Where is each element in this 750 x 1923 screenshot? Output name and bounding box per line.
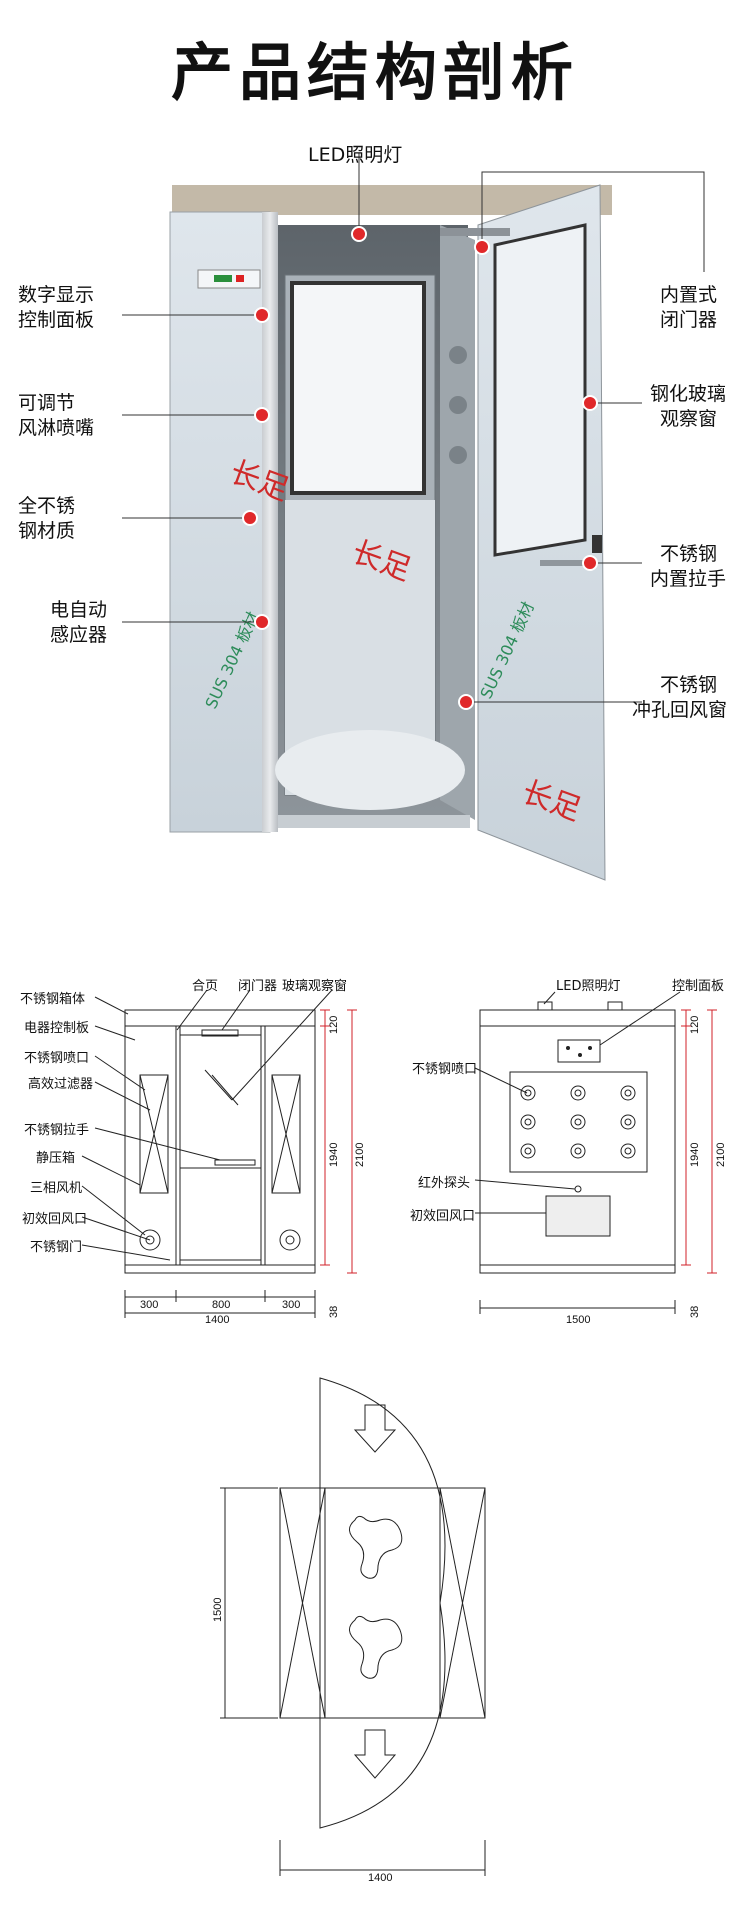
callout-return-line1: 不锈钢 bbox=[660, 674, 718, 696]
side-view-drawing bbox=[474, 991, 681, 1274]
callout-stainless-line2: 钢材质 bbox=[18, 520, 76, 542]
front-dim-total: 1400 bbox=[205, 1314, 230, 1326]
front-label-door-closer: 闭门器 bbox=[238, 979, 278, 994]
side-dim-total: 1500 bbox=[566, 1314, 591, 1326]
plan-dim-width: 1400 bbox=[368, 1872, 393, 1884]
callout-dot bbox=[254, 614, 270, 630]
front-label-glass-window: 玻璃观察窗 bbox=[282, 979, 348, 994]
plan-dim-depth: 1500 bbox=[212, 1597, 224, 1622]
front-label-door: 不锈钢门 bbox=[30, 1240, 83, 1255]
front-label-return-vent: 初效回风口 bbox=[22, 1212, 88, 1227]
front-label-cabinet: 不锈钢箱体 bbox=[20, 992, 86, 1007]
front-label-control-board: 电器控制板 bbox=[24, 1021, 90, 1036]
side-label-return-vent: 初效回风口 bbox=[410, 1209, 476, 1224]
front-label-hinge: 合页 bbox=[192, 979, 219, 994]
callout-dot bbox=[351, 226, 367, 242]
callout-nozzle-line2: 风淋喷嘴 bbox=[18, 417, 95, 439]
door-handle bbox=[540, 560, 592, 566]
callout-sensor-line1: 电自动 bbox=[50, 599, 108, 621]
side-dim-38: 38 bbox=[689, 1305, 701, 1318]
callout-dot bbox=[474, 239, 490, 255]
front-dim-2100: 2100 bbox=[354, 1142, 366, 1167]
callout-handle-line1: 不锈钢 bbox=[660, 543, 718, 565]
front-label-plenum: 静压箱 bbox=[36, 1151, 76, 1166]
callout-dot bbox=[242, 510, 258, 526]
right-inner-wall bbox=[440, 225, 475, 820]
front-label-handle: 不锈钢拉手 bbox=[24, 1123, 90, 1138]
callout-dot bbox=[458, 694, 474, 710]
front-label-fan: 三相风机 bbox=[30, 1181, 83, 1196]
side-label-nozzle: 不锈钢喷口 bbox=[412, 1062, 478, 1077]
callout-door-closer-line1: 内置式 bbox=[660, 284, 718, 306]
callout-sensor-line2: 感应器 bbox=[50, 624, 108, 646]
callout-dot bbox=[254, 407, 270, 423]
front-dim-right: 300 bbox=[282, 1299, 301, 1311]
front-label-nozzle: 不锈钢喷口 bbox=[24, 1051, 90, 1066]
front-dim-left: 300 bbox=[140, 1299, 159, 1311]
inner-door-window bbox=[290, 281, 426, 495]
callout-glass-line1: 钢化玻璃 bbox=[650, 383, 727, 405]
front-dim-middle: 800 bbox=[212, 1299, 231, 1311]
side-label-control-panel: 控制面板 bbox=[672, 979, 725, 994]
left-column bbox=[262, 212, 278, 832]
callout-glass-line2: 观察窗 bbox=[660, 408, 718, 430]
side-dim-120: 120 bbox=[689, 1015, 701, 1034]
side-nozzles bbox=[520, 1085, 636, 1159]
callout-stainless-line1: 全不锈 bbox=[18, 495, 76, 517]
callout-dot bbox=[254, 307, 270, 323]
side-label-ir-sensor: 红外探头 bbox=[418, 1176, 471, 1191]
callout-digital-panel-line1: 数字显示 bbox=[18, 284, 95, 306]
plan-view-drawing bbox=[220, 1377, 486, 1876]
front-dim-38: 38 bbox=[328, 1305, 340, 1318]
callout-dot bbox=[582, 555, 598, 571]
callout-return-line2: 冲孔回风窗 bbox=[632, 699, 728, 721]
callout-handle-line2: 内置拉手 bbox=[650, 568, 727, 590]
side-label-led: LED照明灯 bbox=[556, 979, 621, 994]
front-dim-120: 120 bbox=[328, 1015, 340, 1034]
callout-door-closer-line2: 闭门器 bbox=[660, 309, 718, 331]
callout-led-light: LED照明灯 bbox=[308, 144, 403, 166]
door-glass-window bbox=[493, 223, 587, 557]
side-dim-1940: 1940 bbox=[689, 1142, 701, 1167]
front-dim-1940: 1940 bbox=[328, 1142, 340, 1167]
front-label-hepa-filter: 高效过滤器 bbox=[28, 1077, 94, 1092]
side-dim-2100: 2100 bbox=[715, 1142, 727, 1167]
callout-dot bbox=[582, 395, 598, 411]
callout-nozzle-line1: 可调节 bbox=[18, 392, 76, 414]
front-view-drawing bbox=[81, 989, 333, 1274]
callout-digital-panel-line2: 控制面板 bbox=[18, 309, 95, 331]
page-title: 产品结构剖析 bbox=[170, 36, 579, 109]
